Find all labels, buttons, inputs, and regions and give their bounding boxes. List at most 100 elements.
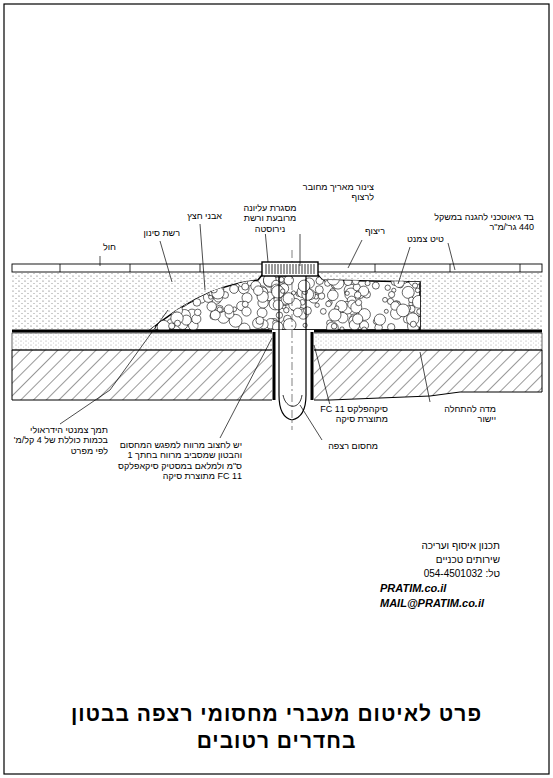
- gravel-stone: [191, 287, 199, 295]
- gravel-stone: [242, 293, 252, 303]
- gravel-stone: [389, 292, 395, 298]
- grate-bar: [308, 264, 309, 274]
- gravel-stone: [185, 283, 189, 287]
- gravel-stone: [283, 293, 294, 304]
- axis-line: [292, 250, 293, 430]
- gravel-stone: [417, 309, 422, 314]
- grate-bar: [272, 264, 273, 274]
- callout-label: סיקהפלקס 11 FC מתוצרת סיקה: [318, 404, 388, 425]
- gravel-stone: [182, 290, 194, 302]
- gravel-stones: [145, 270, 426, 334]
- gravel-stone: [293, 308, 302, 317]
- gravel-stone: [356, 300, 362, 306]
- grate-bar: [287, 264, 288, 274]
- gravel-stone: [223, 272, 231, 280]
- grate-bar: [275, 264, 276, 274]
- gravel-stone: [192, 314, 201, 323]
- gravel-stone: [242, 307, 251, 316]
- gravel-stone: [304, 307, 312, 315]
- callout-label: רשת סינון: [128, 228, 180, 238]
- gravel-stone: [160, 292, 168, 300]
- gravel-stone: [272, 286, 285, 299]
- gravel-stone: [413, 295, 426, 308]
- gravel-stone: [352, 278, 359, 285]
- gravel-stone: [178, 291, 183, 296]
- gravel-stone: [173, 301, 177, 305]
- gravel-stone: [328, 290, 339, 301]
- gravel-stone: [228, 273, 237, 282]
- gravel-stone: [152, 283, 159, 290]
- slab-opening: [272, 330, 314, 402]
- gravel-stone: [170, 289, 178, 297]
- callout-label: טיט צמנט: [392, 234, 444, 244]
- gravel-stone: [155, 302, 162, 309]
- grate-bar: [269, 264, 270, 274]
- gravel-stone: [298, 280, 310, 292]
- gravel-stone: [214, 280, 222, 288]
- gravel-stone: [384, 309, 388, 313]
- gravel-stone: [151, 315, 159, 323]
- grate-bar: [278, 264, 279, 274]
- gravel-stone: [402, 286, 414, 298]
- gravel-stone: [148, 294, 157, 303]
- gravel-stone: [315, 286, 323, 294]
- grate-bar: [299, 264, 300, 274]
- gravel-stone: [168, 273, 177, 282]
- gravel-stone: [169, 281, 177, 289]
- gravel-stone: [186, 280, 193, 287]
- stainless-grate: [266, 264, 314, 274]
- gravel-stone: [145, 282, 158, 295]
- gravel-stone: [315, 303, 319, 307]
- callout-label: תכנון איסוף ועריכה: [380, 540, 500, 552]
- gravel-stone: [405, 273, 412, 280]
- gravel-stone: [213, 282, 218, 287]
- grate-bar: [302, 264, 303, 274]
- gravel-stone: [354, 292, 361, 299]
- gravel-stone: [413, 283, 418, 288]
- grate-bar: [281, 264, 282, 274]
- grate-bar: [305, 264, 306, 274]
- callout-label: מסגרת עליונה מרובעת ורשת נירוסטה: [230, 203, 310, 234]
- gravel-stone: [187, 292, 193, 298]
- gravel-stone: [213, 275, 220, 282]
- gravel-stone: [177, 294, 190, 307]
- gravel-stone: [331, 323, 337, 329]
- gravel-stone: [179, 289, 187, 297]
- gravel-stone: [257, 308, 267, 318]
- callout-label: מדה להתחלה יישור: [426, 404, 496, 425]
- grate-bar: [311, 264, 312, 274]
- gravel-stone: [224, 305, 233, 314]
- gravel-stone: [210, 286, 217, 293]
- sealant: [273, 332, 276, 400]
- gravel-stone: [171, 285, 176, 290]
- gravel-stone: [172, 301, 178, 307]
- grate-frame: [262, 262, 318, 276]
- gravel-stone: [420, 275, 424, 279]
- gravel-stone: [146, 282, 156, 292]
- gravel-stone: [374, 314, 385, 325]
- callout-label: ריצוף: [345, 226, 385, 236]
- grate-bar: [293, 264, 294, 274]
- grate-bar: [314, 264, 315, 274]
- gravel-stone: [344, 278, 352, 286]
- gravel-stone: [326, 301, 332, 307]
- gravel-stone: [238, 275, 243, 280]
- callout-label: MAIL@PRATIM.co.il: [380, 597, 500, 610]
- callout-label: תמך צמנטי הידראולי בכמות כוללת של 4 קל/מ…: [8, 425, 108, 456]
- gravel-stone: [171, 297, 178, 304]
- grate-bar: [296, 264, 297, 274]
- callout-label: חול: [84, 242, 116, 252]
- callout-label: PRATIM.co.il: [380, 582, 500, 595]
- gravel-stone: [281, 289, 285, 293]
- gravel-stone: [352, 274, 359, 281]
- gravel-stone: [175, 320, 181, 326]
- gravel-stone: [397, 304, 410, 317]
- callout-label: אבני חצץ: [172, 211, 222, 221]
- sealant: [311, 332, 314, 400]
- gravel-stone: [178, 291, 189, 302]
- gravel-stone: [153, 290, 160, 297]
- gravel-stone: [213, 279, 220, 286]
- gravel-stone: [383, 297, 388, 302]
- gravel-stone: [365, 281, 370, 286]
